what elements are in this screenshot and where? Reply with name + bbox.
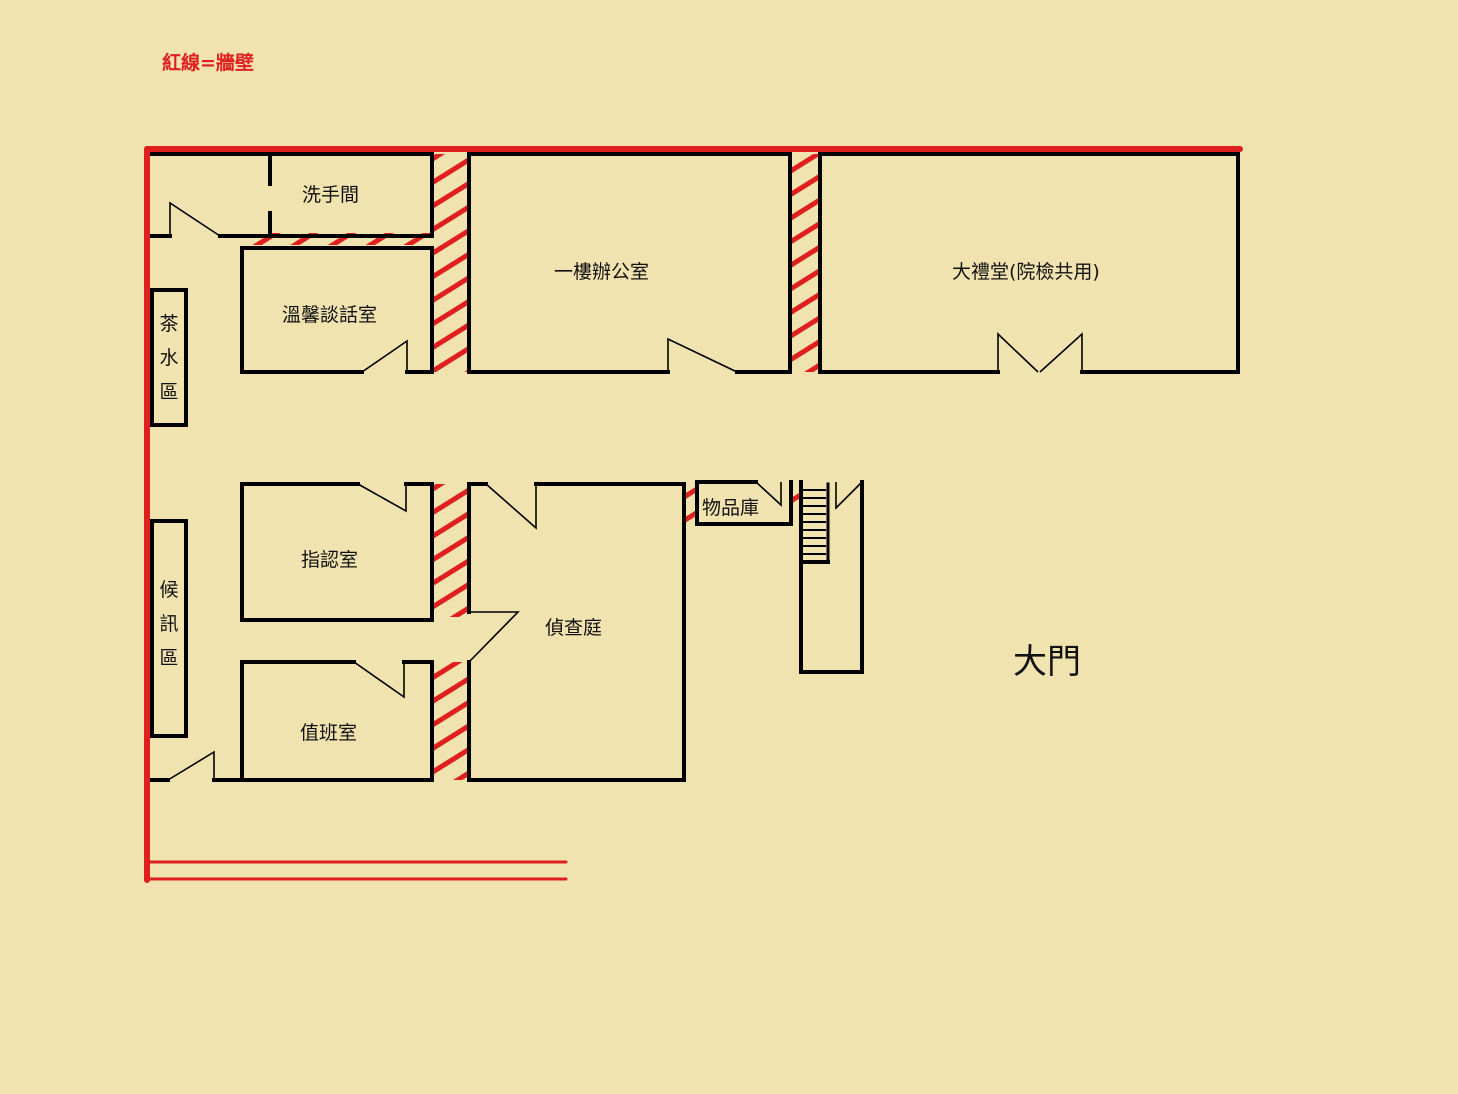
court-outline-2: [467, 482, 686, 782]
door-office: [667, 337, 738, 373]
door-counseling: [361, 339, 408, 373]
stair-treads: [803, 489, 826, 555]
hatch-wall-office-left: [433, 154, 469, 372]
waiting-area-outline: [150, 519, 188, 738]
door-storage: [755, 481, 782, 507]
room-label-waiting: 候訊區: [159, 579, 179, 669]
hatch-wall-duty: [433, 662, 467, 780]
hatch-wall-storage-right: [793, 484, 801, 514]
tea-area-outline: [150, 288, 188, 427]
restroom-outline: [150, 152, 434, 238]
door-stairs: [835, 481, 863, 510]
room-label-gate: 大門: [1013, 642, 1081, 682]
legend-text: 紅線=牆壁: [162, 52, 254, 74]
room-label-restroom: 洗手間: [302, 184, 360, 206]
room-label-lineup: 指認室: [301, 549, 359, 571]
hatch-wall-storage: [685, 484, 697, 524]
room-label-court: 偵查庭: [545, 617, 603, 639]
door-restroom-corridor: [169, 201, 221, 237]
door-lineup: [357, 483, 407, 513]
court-outline: [467, 482, 488, 614]
door-duty: [353, 661, 405, 699]
door-court-top: [485, 483, 537, 530]
room-label-auditorium: 大禮堂(院檢共用): [952, 261, 1100, 283]
room-label-duty: 值班室: [300, 722, 358, 744]
doors: [167, 201, 1083, 781]
lineup-outline: [240, 482, 434, 622]
duty-outline: [240, 660, 434, 782]
hatch-wall-lineup: [433, 484, 467, 617]
auditorium-outline: [818, 152, 1240, 374]
door-bottom-corridor: [167, 750, 215, 781]
storage-outline: [695, 480, 793, 526]
counseling-outline: [240, 246, 434, 374]
door-auditorium-right: [1039, 332, 1083, 373]
stairs-outline: [799, 480, 864, 674]
partitions: [150, 152, 1240, 782]
room-label-counseling: 溫馨談話室: [282, 304, 378, 326]
room-label-storage: 物品庫: [702, 497, 760, 519]
room-label-office: 一樓辦公室: [554, 261, 650, 283]
outer-walls: [144, 146, 1243, 883]
door-auditorium-left: [997, 332, 1039, 373]
office-outline: [467, 152, 792, 374]
hatched-walls: [245, 154, 819, 780]
door-court-side: [468, 611, 520, 663]
hatch-wall-office-right: [791, 154, 819, 372]
room-label-tea-area: 茶水區: [159, 313, 179, 403]
